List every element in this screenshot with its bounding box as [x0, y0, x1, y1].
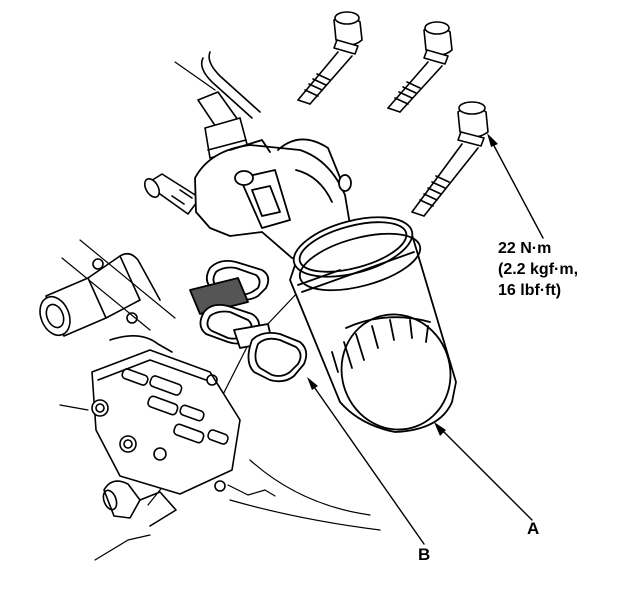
water-outlet-pipe: [39, 252, 173, 353]
torque-spec: 22 N·m (2.2 kgf·m, 16 lbf·ft): [498, 238, 578, 301]
leader-line-torque: [487, 133, 544, 239]
callout-label-a: A: [527, 519, 540, 538]
leader-line-b: [307, 377, 425, 545]
torque-spec-line-2: (2.2 kgf·m,: [498, 261, 579, 278]
mounting-bolt-right: [411, 101, 489, 217]
torque-spec-line-1: 22 N·m: [498, 240, 552, 257]
leader-line-a: [434, 422, 533, 521]
callout-label-b: B: [418, 545, 431, 564]
oil-filter: [289, 216, 457, 433]
cover-plate: [91, 349, 241, 527]
oil-screen: [189, 277, 249, 315]
o-ring-gasket: [189, 259, 308, 383]
mounting-bolt-middle: [387, 21, 453, 113]
hose-nipple: [143, 173, 201, 215]
mounting-bolt-left: [297, 11, 363, 105]
engine-block-outline: [59, 61, 381, 561]
torque-spec-line-3: 16 lbf·ft): [498, 282, 562, 299]
wire-harness: [200, 51, 261, 119]
